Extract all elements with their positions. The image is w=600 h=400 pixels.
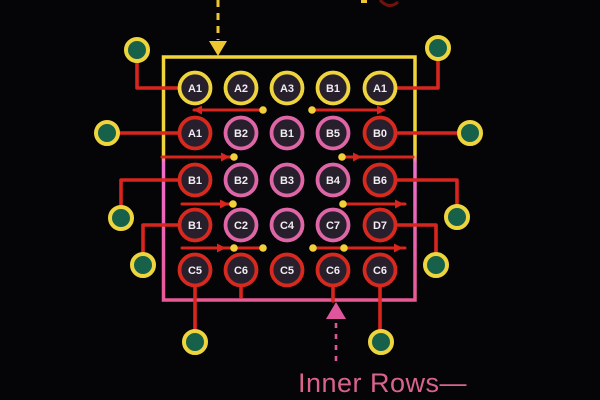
via-dot (259, 244, 267, 252)
ball-r4c5: D7 (362, 207, 398, 243)
ball-r5c1: C5 (177, 252, 213, 288)
ball-label: B3 (280, 175, 294, 187)
inner-rows-arrow (326, 302, 346, 362)
ball-label: B2 (234, 175, 248, 187)
via-dot (308, 106, 316, 114)
pad-left-3 (108, 205, 134, 231)
trace-right-1 (378, 46, 440, 90)
ball-label: B6 (373, 175, 387, 187)
ball-label: C6 (326, 265, 340, 277)
via-dot (230, 244, 238, 252)
ball-r2c1: A1 (177, 115, 213, 151)
ball-label: B5 (326, 128, 340, 140)
ball-r4c2: C2 (223, 207, 259, 243)
via-dot (309, 244, 317, 252)
escape-arrow-icon (193, 105, 202, 115)
ball-label: A2 (234, 83, 248, 95)
ball-label: A1 (188, 83, 202, 95)
ball-r2c3: B1 (269, 115, 305, 151)
ball-label: A1 (188, 128, 202, 140)
ball-r2c2: B2 (223, 115, 259, 151)
ball-r1c1: A1 (177, 70, 213, 106)
ball-r3c3: B3 (269, 162, 305, 198)
via-dot (259, 106, 267, 114)
ball-r5c2: C6 (223, 252, 259, 288)
ball-label: A1 (373, 83, 387, 95)
ball-label: B1 (188, 220, 202, 232)
pad-right-1 (425, 35, 451, 61)
ball-label: D7 (373, 220, 387, 232)
pad-left-1 (124, 37, 150, 63)
ball-label: B0 (373, 128, 387, 140)
pad-bottom-2 (368, 329, 394, 355)
ball-label: C4 (280, 220, 295, 232)
ball-label: B4 (326, 175, 341, 187)
via-dot (230, 153, 238, 161)
ball-r3c5: B6 (362, 162, 398, 198)
ball-label: B1 (326, 83, 340, 95)
escape-traces (160, 105, 415, 253)
ball-r4c1: B1 (177, 207, 213, 243)
ball-label: C5 (280, 265, 294, 277)
pad-right-2 (457, 120, 483, 146)
cutoff-yellow-tick (361, 0, 367, 3)
via-dot (339, 200, 347, 208)
ball-r3c2: B2 (223, 162, 259, 198)
escape-arrow-icon (217, 243, 226, 253)
inner-rows-label: Inner Rows— (298, 368, 467, 398)
ball-r5c5: C6 (362, 252, 398, 288)
ball-grid: A1 A2 A3 B1 A1 A1 B2 B1 B5 B0 B1 B2 B3 B… (177, 70, 398, 288)
ball-label: B1 (188, 175, 202, 187)
ball-r1c3: A3 (269, 70, 305, 106)
via-dot (340, 244, 348, 252)
pad-right-3 (444, 204, 470, 230)
ball-r2c4: B5 (315, 115, 351, 151)
pad-left-2 (94, 120, 120, 146)
ball-r3c4: B4 (315, 162, 351, 198)
escape-arrow-icon (221, 152, 230, 162)
outer-row-arrow (209, 0, 227, 56)
breakout-pads (94, 35, 483, 355)
ball-r1c5: A1 (362, 70, 398, 106)
ball-label: B2 (234, 128, 248, 140)
escape-arrow-icon (394, 243, 403, 253)
ball-label: C6 (234, 265, 248, 277)
ball-r5c3: C5 (269, 252, 305, 288)
escape-arrow-icon (353, 152, 362, 162)
ball-r1c4: B1 (315, 70, 351, 106)
ball-r4c3: C4 (269, 207, 305, 243)
ball-label: C2 (234, 220, 248, 232)
ball-label: C6 (373, 265, 387, 277)
trace-right-4 (378, 223, 438, 267)
ball-label: C5 (188, 265, 202, 277)
ball-r2c5: B0 (362, 115, 398, 151)
escape-arrow-icon (220, 199, 229, 209)
ball-label: A3 (280, 83, 294, 95)
escape-arrow-icon (395, 199, 404, 209)
via-dot (229, 200, 237, 208)
ball-r5c4: C6 (315, 252, 351, 288)
ball-label: B1 (280, 128, 294, 140)
ball-r3c1: B1 (177, 162, 213, 198)
pad-bottom-1 (182, 329, 208, 355)
escape-arrow-icon (377, 105, 386, 115)
pad-right-4 (423, 252, 449, 278)
via-dot (338, 153, 346, 161)
ball-r4c4: C7 (315, 207, 351, 243)
cutoff-red-arc (378, 0, 399, 7)
ball-label: C7 (326, 220, 340, 232)
pad-left-4 (130, 252, 156, 278)
ball-r1c2: A2 (223, 70, 259, 106)
arrow-up-icon (326, 302, 346, 319)
arrow-down-icon (209, 41, 227, 56)
